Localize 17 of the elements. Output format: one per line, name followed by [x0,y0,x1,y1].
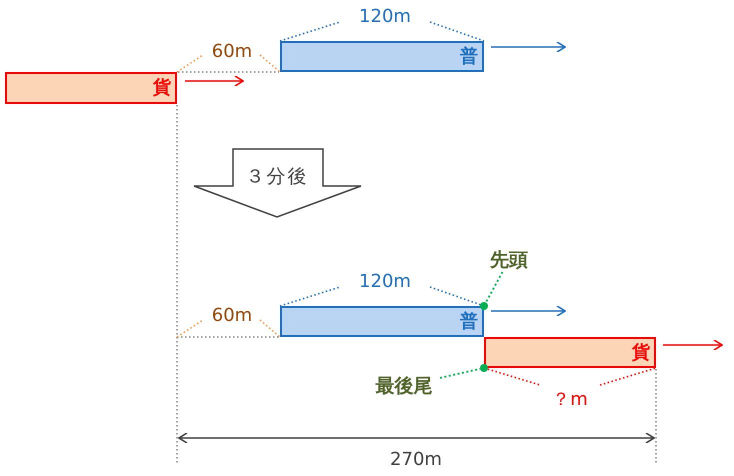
dimension-label: 270m [390,451,442,469]
train-box: 貨 [484,337,656,368]
callout-text: 先頭 [484,248,534,272]
point-marker [480,302,488,310]
leader-line [440,368,480,379]
dimension-label: ？m [552,391,588,409]
train-box: 貨 [5,72,177,104]
dimension-label: 120m [359,273,411,291]
train-box: 普 [280,41,484,72]
leader-line [485,272,504,303]
dimension-label: 60m [212,43,252,61]
dimension-label: 60m [212,307,252,325]
point-marker [480,364,488,372]
callout-text: 最後尾 [368,374,440,398]
train-box: 普 [280,306,484,337]
dimension-label: 120m [359,8,411,26]
step-label: ３分後 [246,168,308,186]
